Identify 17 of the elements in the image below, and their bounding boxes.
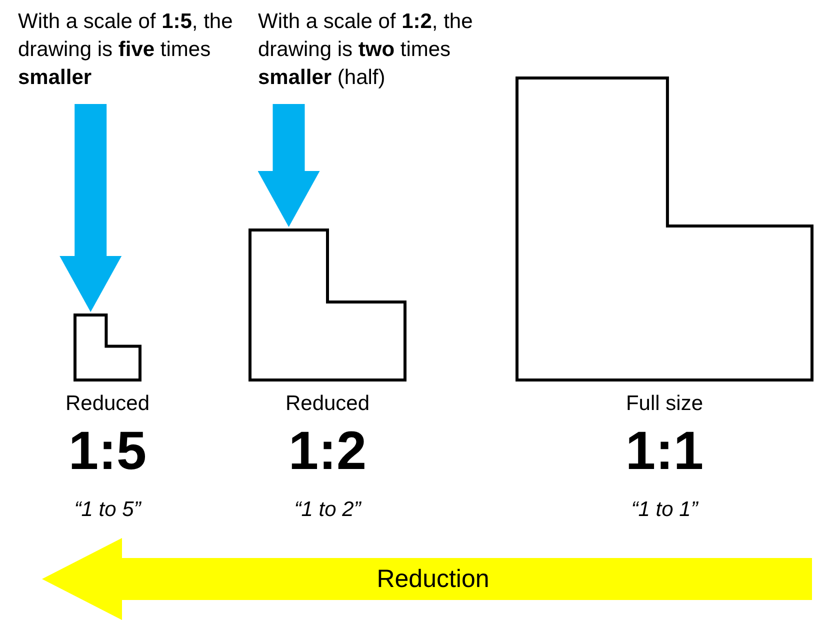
caption-text: Reduced [65, 392, 150, 415]
l-shaped-outline [75, 315, 140, 380]
scale-ratio: 1:5 [68, 421, 147, 481]
caption-text: Full size [626, 392, 704, 415]
ratio-reading: “1 to 5” [74, 498, 141, 521]
ratio-reading: “1 to 2” [294, 498, 361, 521]
arrow [60, 104, 122, 312]
arrow [258, 104, 320, 227]
annotation-text: With a scale of 1:2, the drawing is two times smaller (half) [258, 8, 503, 100]
annotation-text: With a scale of 1:5, the drawing is five times smaller [18, 8, 250, 100]
l-shaped-outline [517, 78, 812, 380]
caption-text: Reduced [285, 392, 370, 415]
scale-ratio: 1:2 [288, 421, 367, 481]
arrow-label: Reduction [376, 565, 490, 593]
l-shaped-outline [250, 230, 405, 380]
ratio-reading: “1 to 1” [631, 498, 698, 521]
scale-ratio: 1:1 [625, 421, 704, 481]
